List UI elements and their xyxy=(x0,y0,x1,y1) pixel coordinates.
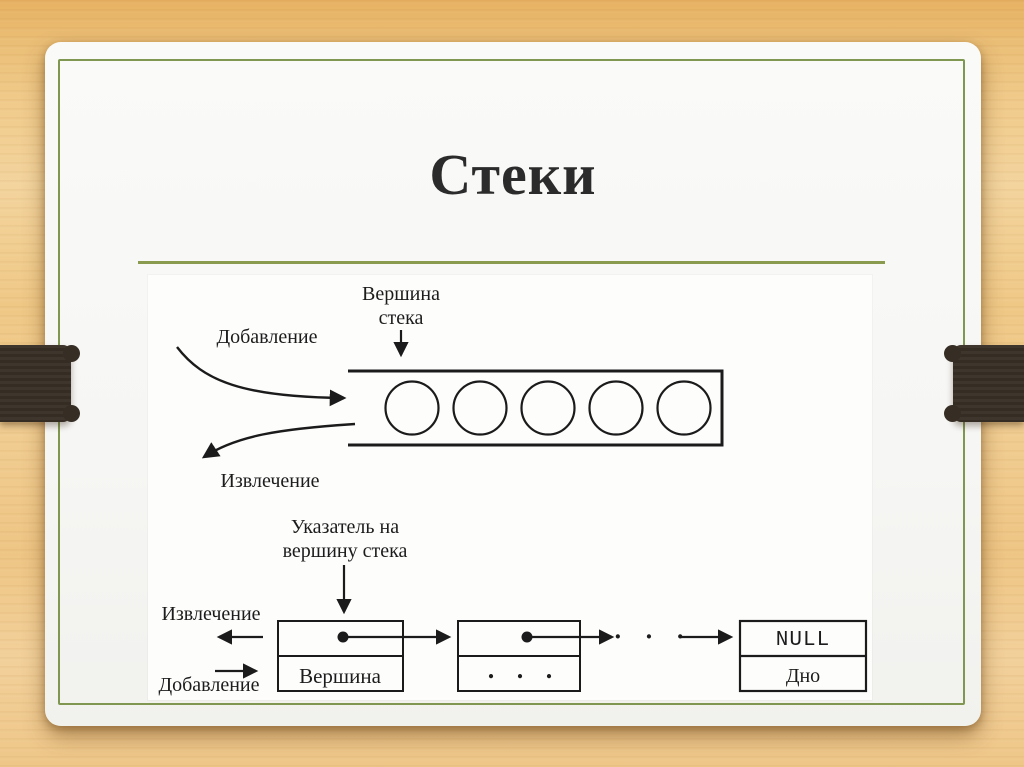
list-pop-label: Извлечение xyxy=(161,603,260,625)
list-bottom-node-label: Дно xyxy=(786,665,820,687)
array-push-label: Добавление xyxy=(216,326,317,348)
left-clamp-bar xyxy=(0,345,80,422)
stack-cell-1 xyxy=(384,380,440,436)
stack-diagram-svg: Вершина стека Добавление Извлечение Указ… xyxy=(158,283,868,696)
list-ellipsis: · · · xyxy=(613,622,692,651)
title-underline xyxy=(138,261,885,264)
slide-title: Стеки xyxy=(429,142,597,207)
list-push-label: Добавление xyxy=(158,674,259,696)
array-top-label-line2: стека xyxy=(379,307,424,329)
array-stack-tube xyxy=(348,369,724,447)
array-top-label-line1: Вершина xyxy=(362,283,440,305)
list-pointer-label-line2: вершину стека xyxy=(283,540,408,562)
slide-card: Стеки Вершина стека Добавлени xyxy=(45,42,981,726)
array-pop-arrow xyxy=(201,422,356,459)
list-null-label: NULL xyxy=(776,629,830,652)
array-push-arrow xyxy=(176,346,347,407)
right-clamp-bar xyxy=(944,345,1024,422)
stack-cell-4 xyxy=(588,380,644,436)
stack-cell-3 xyxy=(520,380,576,436)
list-node1-label: Вершина xyxy=(299,664,381,688)
stack-diagram: Вершина стека Добавление Извлечение Указ… xyxy=(148,275,872,700)
array-pop-label: Извлечение xyxy=(220,470,319,492)
stack-cell-2 xyxy=(452,380,508,436)
stack-cell-5 xyxy=(656,380,712,436)
list-pointer-label-line1: Указатель на xyxy=(291,516,399,538)
list-node2-label: . . . xyxy=(488,655,561,684)
